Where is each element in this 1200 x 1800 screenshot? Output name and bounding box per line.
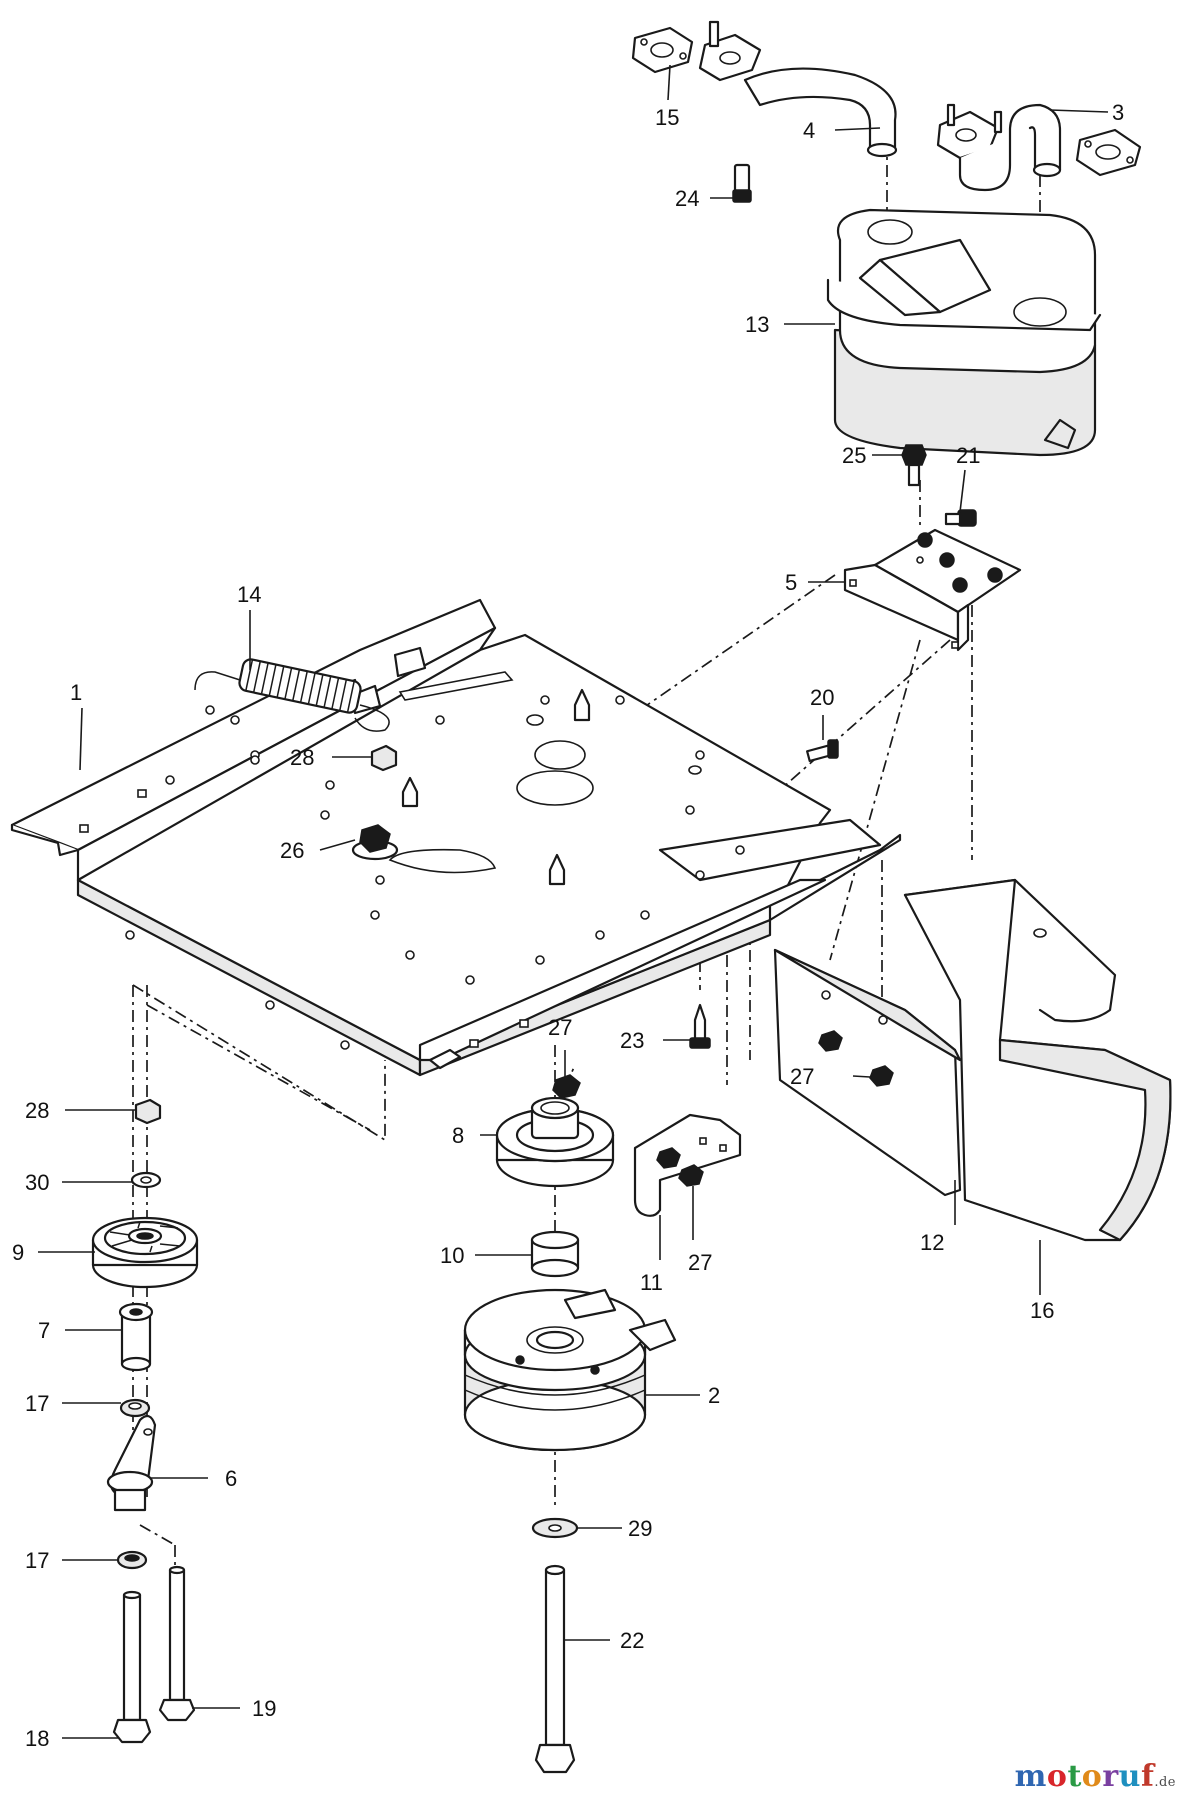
callout-27-top: 27 <box>548 1015 572 1040</box>
exhaust-pipe-left <box>698 20 898 158</box>
nut-28-bottom <box>134 1098 162 1125</box>
gasket-left <box>631 26 694 74</box>
bushing-17-upper <box>119 1398 151 1418</box>
callout-26: 26 <box>280 838 304 863</box>
muffler <box>826 208 1102 457</box>
nut-27-bracket-a <box>656 1147 681 1169</box>
callout-29: 29 <box>628 1516 652 1541</box>
callout-28-top: 28 <box>290 745 314 770</box>
callout-2: 2 <box>708 1383 720 1408</box>
watermark-letter: r <box>1102 1759 1119 1794</box>
watermark-suffix: .de <box>1154 1775 1176 1790</box>
bolt-24 <box>732 163 752 203</box>
callout-3: 3 <box>1112 100 1124 125</box>
watermark-logo: motoruf.de <box>1015 1759 1176 1794</box>
bushing-10 <box>530 1230 580 1278</box>
callout-25: 25 <box>842 443 866 468</box>
bolt-19 <box>158 1565 196 1722</box>
callout-13: 13 <box>745 312 769 337</box>
nut-27-bracket-b <box>678 1164 704 1187</box>
washer-29 <box>531 1517 579 1539</box>
discharge-chute <box>903 878 1172 1242</box>
callout-6: 6 <box>225 1466 237 1491</box>
watermark-letter: f <box>1140 1759 1155 1794</box>
callout-27-bracket: 27 <box>688 1250 712 1275</box>
callout-8: 8 <box>452 1123 464 1148</box>
idler-arm-6 <box>106 1414 157 1512</box>
watermark-letter: m <box>1014 1759 1047 1794</box>
pulley-8 <box>495 1096 615 1188</box>
bolt-18 <box>112 1590 152 1744</box>
callout-18: 18 <box>25 1726 49 1751</box>
callout-23: 23 <box>620 1028 644 1053</box>
callout-labels: 15 4 3 24 13 25 21 5 1 14 20 28 26 23 27… <box>12 100 1124 1751</box>
watermark-letter: o <box>1081 1759 1103 1794</box>
callout-9: 9 <box>12 1240 24 1265</box>
main-plate <box>10 598 902 1077</box>
washer-30 <box>130 1171 162 1189</box>
tension-spring <box>194 658 390 732</box>
callout-11: 11 <box>640 1270 663 1295</box>
callout-14: 14 <box>237 582 261 607</box>
callout-4: 4 <box>803 118 815 143</box>
callout-20: 20 <box>810 685 834 710</box>
callout-17-upper: 17 <box>25 1391 49 1416</box>
muffler-bracket <box>843 528 1022 652</box>
callout-12: 12 <box>920 1230 944 1255</box>
deflector-plate <box>773 948 962 1197</box>
callout-5: 5 <box>785 570 797 595</box>
nut-27-deflector-b <box>869 1065 894 1087</box>
pto-clutch <box>463 1288 677 1452</box>
nut-27-deflector-a <box>818 1030 843 1052</box>
nut-28-top <box>370 744 398 772</box>
callout-10: 10 <box>440 1243 464 1268</box>
callout-21: 21 <box>956 443 980 468</box>
callout-28-bottom: 28 <box>25 1098 49 1123</box>
callout-17-lower: 17 <box>25 1548 49 1573</box>
watermark-letter: o <box>1046 1759 1068 1794</box>
leader-lines <box>38 64 1109 1739</box>
idler-pulley-9 <box>91 1216 199 1289</box>
bolt-21 <box>944 509 977 527</box>
watermark-letter: t <box>1067 1759 1082 1794</box>
bolt-25 <box>901 444 927 487</box>
watermark-letter: u <box>1118 1759 1141 1794</box>
bushing-17-lower <box>116 1550 148 1570</box>
callout-7: 7 <box>38 1318 50 1343</box>
callout-19: 19 <box>252 1696 276 1721</box>
gasket-right <box>1075 128 1142 177</box>
bolt-20 <box>806 739 839 763</box>
small-bracket <box>633 1113 742 1217</box>
callout-30: 30 <box>25 1170 49 1195</box>
callout-16: 16 <box>1030 1298 1054 1323</box>
pin-23 <box>689 1003 711 1049</box>
exhaust-pipe-right <box>936 103 1062 192</box>
nut-26 <box>351 824 399 861</box>
callout-1: 1 <box>70 680 82 705</box>
spacer-7 <box>118 1302 154 1372</box>
bolt-22 <box>534 1564 576 1774</box>
callout-15: 15 <box>655 105 679 130</box>
callout-24: 24 <box>675 186 699 211</box>
callout-27-deflector: 27 <box>790 1064 814 1089</box>
callout-22: 22 <box>620 1628 644 1653</box>
nut-27-top <box>552 1074 581 1099</box>
